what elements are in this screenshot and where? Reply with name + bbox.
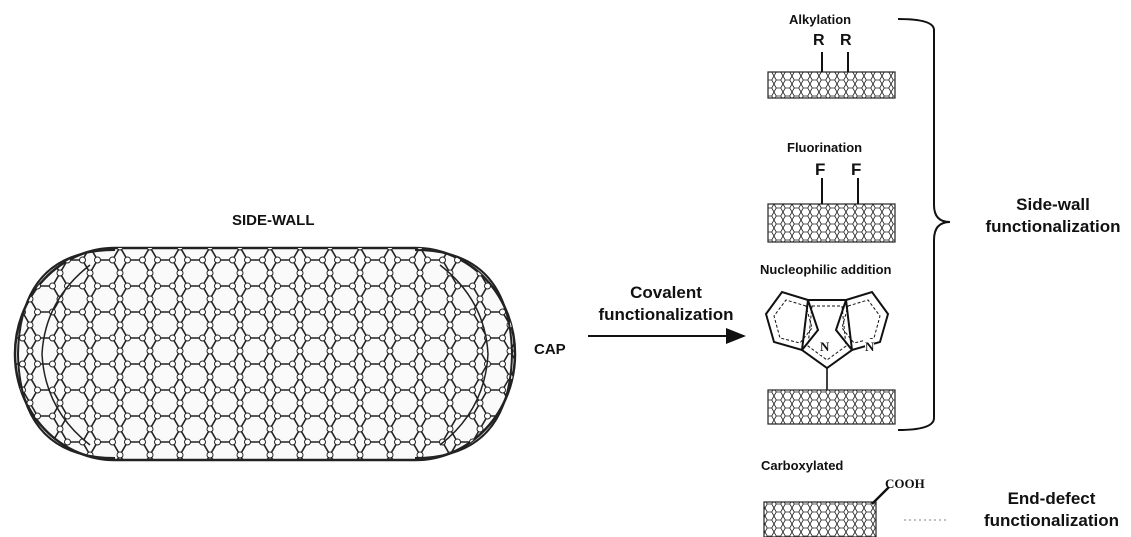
carboxylated-label: Carboxylated bbox=[761, 458, 844, 473]
alkylation-label: Alkylation bbox=[789, 12, 852, 27]
nanotube-cap-left bbox=[16, 249, 116, 459]
fluoro-group-1: F bbox=[815, 160, 826, 179]
nitrogen-atom-2: N bbox=[865, 339, 875, 355]
carboxylated-tube bbox=[763, 486, 946, 537]
covalent-line1: Covalent bbox=[630, 283, 702, 302]
enddefect-line2: functionalization bbox=[983, 511, 1120, 530]
enddefect-functionalization-label: End-defect functionalization bbox=[975, 488, 1128, 532]
alkyl-group-2: R bbox=[840, 32, 852, 49]
sidewall-func-line2: functionalization bbox=[985, 217, 1121, 236]
covalent-functionalization-label: Covalent functionalization bbox=[590, 282, 742, 326]
fluorination-label: Fluorination bbox=[787, 140, 863, 155]
pyridoimidazole-structure bbox=[764, 290, 890, 390]
nitrogen-atom-1: N bbox=[820, 339, 830, 355]
sidewall-functionalization-label: Side-wall functionalization bbox=[978, 194, 1128, 238]
nucleophilic-label: Nucleophilic addition bbox=[760, 262, 892, 277]
sidewall-func-line1: Side-wall bbox=[1016, 195, 1090, 214]
fluoro-group-2: F bbox=[851, 160, 862, 179]
enddefect-line1: End-defect bbox=[1007, 489, 1096, 508]
cap-label: CAP bbox=[534, 341, 566, 358]
alkylation-tube bbox=[767, 52, 896, 99]
sidewall-label: SIDE-WALL bbox=[232, 212, 315, 229]
alkyl-group-1: R bbox=[813, 32, 825, 49]
nanotube-cap-right bbox=[414, 249, 514, 459]
fluorination-tube bbox=[767, 178, 896, 243]
carbon-nanotube-sidewall bbox=[13, 246, 517, 462]
cooh-group: COOH bbox=[885, 476, 925, 491]
nucleophilic-tube bbox=[767, 389, 896, 425]
sidewall-bracket bbox=[897, 18, 951, 431]
covalent-line2: functionalization bbox=[598, 305, 734, 324]
